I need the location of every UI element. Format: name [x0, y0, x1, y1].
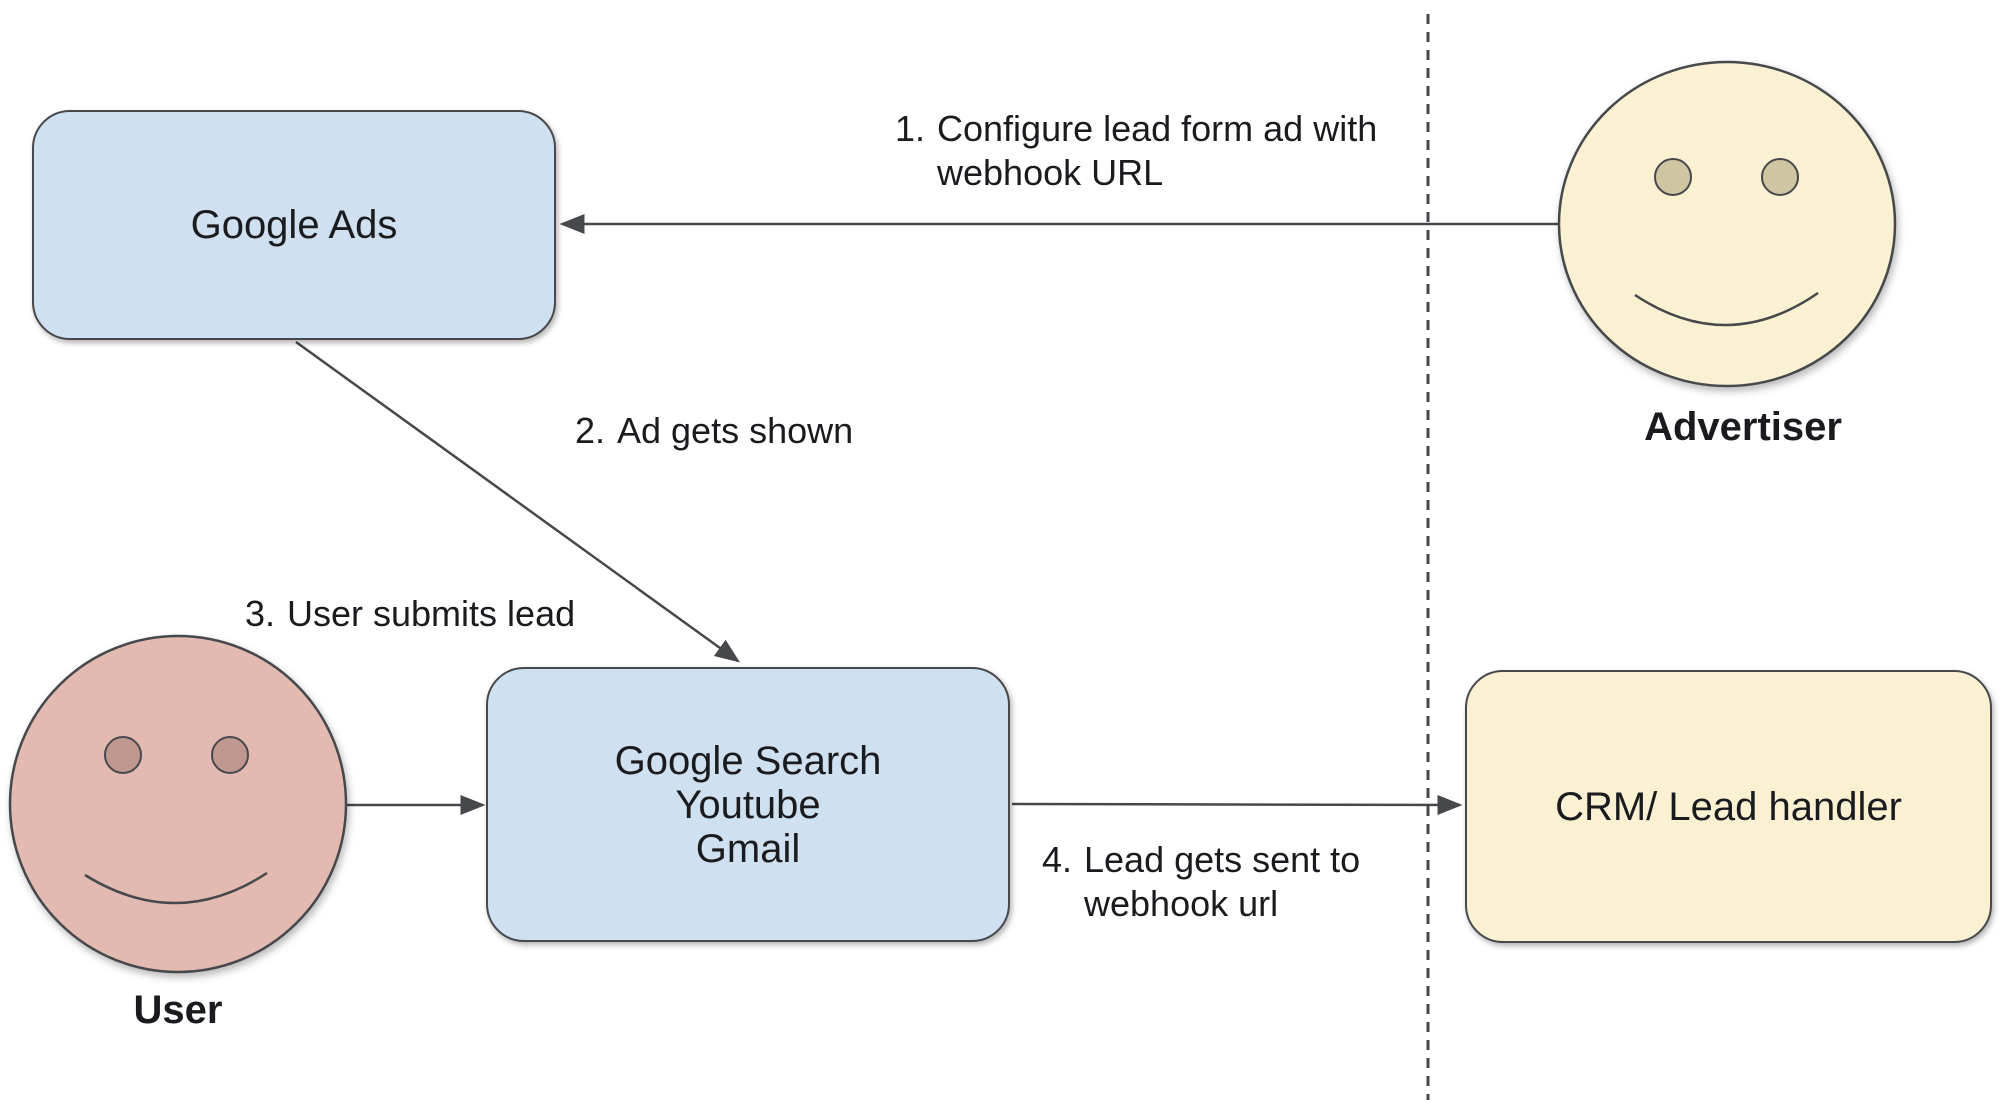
advertiser-label: Advertiser — [1644, 405, 1842, 449]
step-1-annotation: 1. Configure lead form ad with webhook U… — [895, 107, 1377, 195]
step-1-text: Configure lead form ad with webhook URL — [937, 107, 1377, 195]
advertiser-face-icon — [1557, 60, 1897, 388]
google-properties-line-2: Youtube — [675, 782, 821, 827]
step-4-text: Lead gets sent to webhook url — [1084, 838, 1360, 926]
node-google-ads-label: Google Ads — [190, 203, 398, 247]
advertiser-right-eye — [1761, 158, 1799, 196]
user-left-eye — [104, 736, 142, 774]
step-4-number: 4. — [1042, 839, 1073, 880]
step-2-line-1: Ad gets shown — [617, 410, 854, 451]
step-3-number: 3. — [245, 593, 276, 634]
google-properties-line-1: Google Search — [614, 738, 882, 783]
step-3-line-1: User submits lead — [287, 593, 576, 634]
step-4-line-1: Lead gets sent to — [1084, 839, 1361, 880]
node-google-properties-label: Google Search Youtube Gmail — [615, 739, 882, 871]
user-right-eye — [211, 736, 249, 774]
user-face-icon — [8, 634, 348, 974]
step-2-annotation: 2. Ad gets shown — [575, 409, 853, 453]
advertiser-left-eye — [1654, 158, 1692, 196]
google-properties-line-3: Gmail — [695, 826, 801, 871]
step-3-text: User submits lead — [287, 592, 575, 636]
arrow-google-ads-to-properties — [295, 340, 741, 663]
step-1-line-1: Configure lead form ad with — [937, 108, 1378, 149]
step-2-number: 2. — [575, 410, 606, 451]
node-google-ads: Google Ads — [32, 110, 556, 340]
step-1-number: 1. — [895, 108, 926, 149]
node-crm-label: CRM/ Lead handler — [1555, 784, 1902, 829]
node-crm-lead-handler: CRM/ Lead handler — [1465, 670, 1992, 943]
user-label: User — [133, 988, 223, 1032]
step-4-annotation: 4. Lead gets sent to webhook url — [1042, 838, 1360, 926]
step-1-line-2: webhook URL — [937, 152, 1164, 193]
user-smile — [84, 871, 268, 905]
step-2-text: Ad gets shown — [617, 409, 853, 453]
arrow-properties-to-crm — [1011, 794, 1463, 815]
node-google-properties: Google Search Youtube Gmail — [486, 667, 1010, 942]
step-4-line-2: webhook url — [1084, 883, 1279, 924]
step-3-annotation: 3. User submits lead — [245, 592, 575, 636]
advertiser-smile — [1634, 291, 1819, 327]
